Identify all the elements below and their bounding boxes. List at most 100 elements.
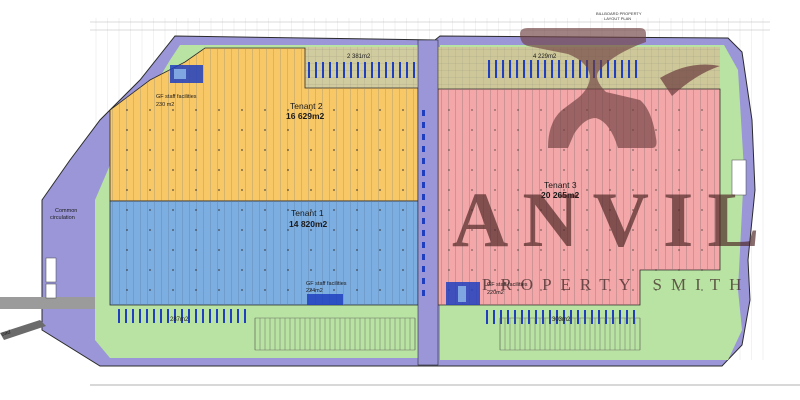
anvil-watermark: ANVIL PROPERTY SMITH (452, 28, 773, 294)
anvil-logo-icon (520, 28, 657, 148)
dock-marker (315, 62, 317, 78)
mezzanine-area-label: 4 229m2 (533, 54, 557, 60)
dock-marker (523, 60, 525, 78)
dock-marker (521, 310, 523, 324)
spine-marker (422, 134, 425, 140)
dock-marker (528, 310, 530, 324)
dock-marker (626, 310, 628, 324)
road-label: oad (1, 329, 12, 338)
tenant-2-name: Tenant 2 (290, 101, 323, 111)
dock-marker (125, 309, 127, 323)
dock-marker (209, 309, 211, 323)
staff-facility-block-tenant1 (307, 294, 343, 305)
mezzanine-area-label: 2 381m2 (347, 54, 371, 60)
dock-marker (188, 309, 190, 323)
road-lower (0, 320, 46, 340)
dock-marker (413, 62, 415, 78)
facility-label-tenant3: GF staff facilities (487, 282, 528, 288)
spine-marker (422, 242, 425, 248)
dock-marker (586, 60, 588, 78)
spine-marker (422, 122, 425, 128)
dock-marker (167, 309, 169, 323)
dock-marker (392, 62, 394, 78)
dock-marker (223, 309, 225, 323)
dock-marker (558, 60, 560, 78)
dock-marker (635, 60, 637, 78)
parking-bays (254, 317, 641, 351)
dock-marker (350, 62, 352, 78)
facility-area-tenant1: 224m2 (306, 288, 323, 294)
dock-marker (509, 60, 511, 78)
dock-marker (237, 309, 239, 323)
road (0, 297, 95, 309)
dock-marker (406, 62, 408, 78)
dock-marker (160, 309, 162, 323)
dock-marker (399, 62, 401, 78)
dock-marker (614, 60, 616, 78)
dock-marker (139, 309, 141, 323)
watermark-tagline: PROPERTY SMITH (482, 275, 750, 294)
dock-marker (336, 62, 338, 78)
dock-marker (600, 60, 602, 78)
svg-text:BILLBOARD PROPERTY: BILLBOARD PROPERTY (596, 11, 642, 16)
spine-marker (422, 158, 425, 164)
dock-marker (174, 309, 176, 323)
dock-marker (551, 60, 553, 78)
spine-marker (422, 110, 425, 116)
common-circulation-label-2: circulation (50, 215, 75, 221)
dock-marker (118, 309, 120, 323)
mezzanine-area-label: 303m2 (552, 317, 571, 323)
dock-marker (544, 60, 546, 78)
watermark-brand: ANVIL (452, 176, 773, 263)
dock-marker (628, 60, 630, 78)
dock-marker (565, 60, 567, 78)
spine-marker (422, 278, 425, 284)
dock-marker (605, 310, 607, 324)
facility-area-tenant2: 230 m2 (156, 102, 174, 108)
dock-marker (216, 309, 218, 323)
dock-marker (486, 310, 488, 324)
dock-marker (146, 309, 148, 323)
dock-marker (607, 60, 609, 78)
dock-marker (364, 62, 366, 78)
dock-marker (202, 309, 204, 323)
spine-marker (422, 290, 425, 296)
dock-marker (530, 60, 532, 78)
dock-marker (244, 309, 246, 323)
tenant-2-area-value: 16 629m2 (286, 111, 325, 121)
dock-marker (488, 60, 490, 78)
dock-marker (153, 309, 155, 323)
dock-marker (357, 62, 359, 78)
dock-marker (500, 310, 502, 324)
spine-marker (422, 206, 425, 212)
dock-marker (556, 310, 558, 324)
facility-label-tenant1: GF staff facilities (306, 281, 347, 287)
dock-marker (579, 60, 581, 78)
dock-marker (584, 310, 586, 324)
dock-marker (535, 310, 537, 324)
mezzanine-area-label: 287m2 (170, 317, 189, 323)
tenant-3-area-value: 20 265m2 (541, 190, 580, 200)
facility-label-tenant2: GF staff facilities (156, 94, 197, 100)
title-block: BILLBOARD PROPERTY LAYOUT PLAN (596, 11, 642, 21)
dock-marker (132, 309, 134, 323)
spine-marker (422, 218, 425, 224)
dock-marker (343, 62, 345, 78)
dock-marker (549, 310, 551, 324)
dock-marker (572, 60, 574, 78)
dock-marker (633, 310, 635, 324)
dock-marker (570, 310, 572, 324)
dock-marker (591, 310, 593, 324)
svg-text:LAYOUT PLAN: LAYOUT PLAN (604, 16, 631, 21)
dock-marker (493, 310, 495, 324)
tenant-1-area-value: 14 820m2 (289, 219, 328, 229)
central-spine (417, 39, 439, 366)
dock-marker (378, 62, 380, 78)
dock-marker (329, 62, 331, 78)
dock-marker (537, 60, 539, 78)
dock-marker (195, 309, 197, 323)
dock-marker (181, 309, 183, 323)
dock-marker (542, 310, 544, 324)
spine-marker (422, 254, 425, 260)
